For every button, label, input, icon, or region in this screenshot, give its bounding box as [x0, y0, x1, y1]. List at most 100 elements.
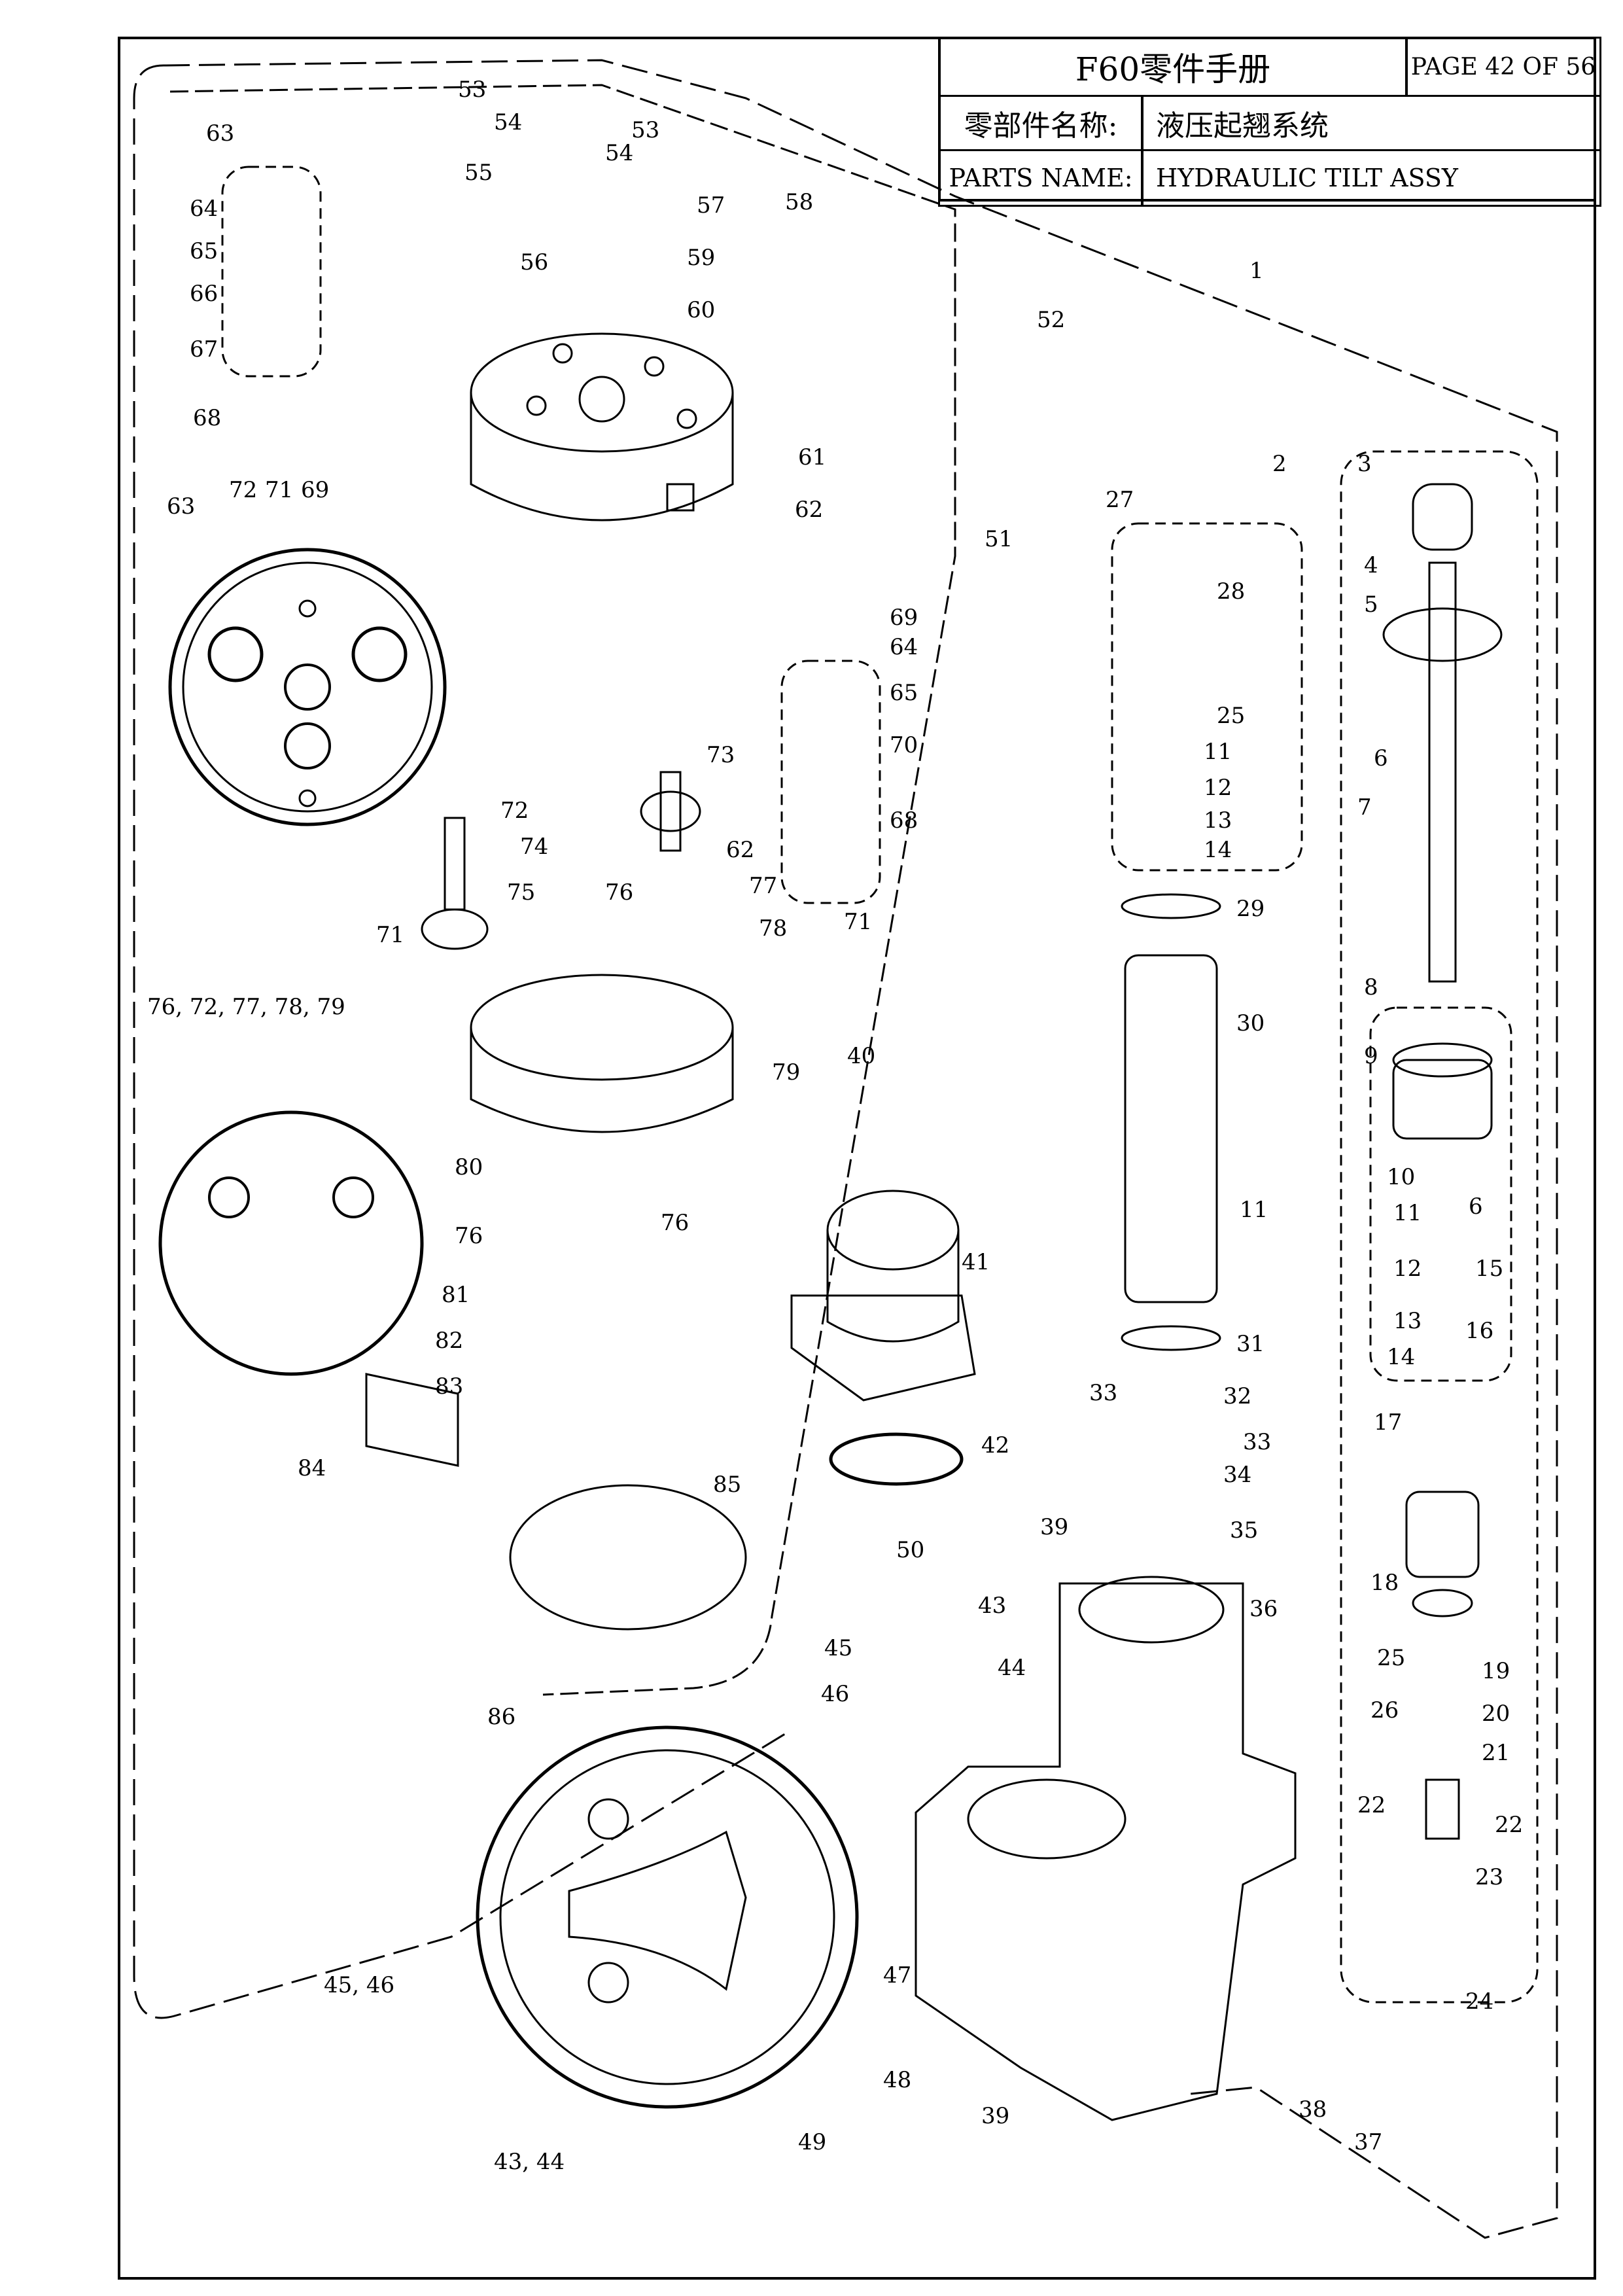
- callout-23: 23: [1475, 1864, 1503, 1890]
- callout-20: 20: [1482, 1701, 1510, 1727]
- callout-12: 12: [1393, 1256, 1422, 1282]
- callout-65: 65: [890, 680, 918, 706]
- callout-48: 48: [883, 2067, 911, 2093]
- callout-11: 11: [1240, 1197, 1268, 1223]
- callout-24: 24: [1465, 1988, 1493, 2015]
- callout-26: 26: [1370, 1697, 1399, 1723]
- callout-3: 3: [1357, 451, 1372, 477]
- callout-45: 45: [824, 1635, 852, 1661]
- callout-5: 5: [1364, 592, 1378, 618]
- callout-15: 15: [1475, 1256, 1503, 1282]
- callout-75: 75: [507, 879, 535, 906]
- callout-83: 83: [435, 1373, 463, 1400]
- callout-64: 64: [890, 634, 918, 660]
- callout-76: 76: [605, 879, 633, 906]
- callout-44: 44: [998, 1655, 1026, 1681]
- callout-79: 79: [772, 1059, 800, 1086]
- callout-72: 72: [229, 477, 257, 503]
- callout-7: 7: [1357, 794, 1372, 821]
- callout-61: 61: [798, 444, 826, 470]
- callout-22: 22: [1495, 1812, 1523, 1838]
- callout-25: 25: [1217, 703, 1245, 729]
- callout-17: 17: [1374, 1409, 1402, 1436]
- callout-27: 27: [1106, 487, 1134, 513]
- callout-21: 21: [1482, 1740, 1510, 1766]
- callout-59: 59: [687, 245, 715, 271]
- callout-29: 29: [1236, 896, 1265, 922]
- callout-66: 66: [190, 281, 218, 307]
- callout-28: 28: [1217, 578, 1245, 605]
- callout-43: 43: [978, 1593, 1006, 1619]
- callout-53: 53: [458, 77, 486, 103]
- callout-13: 13: [1204, 807, 1232, 834]
- callout-69: 69: [890, 605, 918, 631]
- callout-10: 10: [1387, 1164, 1415, 1190]
- callout-11: 11: [1393, 1200, 1422, 1226]
- callout-62: 62: [726, 837, 754, 863]
- callout-76-72-77-78-79: 76, 72, 77, 78, 79: [147, 994, 345, 1020]
- callout-70: 70: [890, 732, 918, 758]
- callout-18: 18: [1370, 1570, 1399, 1596]
- callout-53: 53: [631, 117, 659, 143]
- callout-81: 81: [442, 1282, 470, 1308]
- callout-11: 11: [1204, 739, 1232, 765]
- callout-33: 33: [1243, 1429, 1271, 1455]
- callout-71: 71: [265, 477, 293, 503]
- callout-36: 36: [1249, 1596, 1278, 1622]
- callout-42: 42: [981, 1432, 1009, 1458]
- callout-73: 73: [707, 742, 735, 768]
- callout-54: 54: [494, 109, 522, 135]
- callout-74: 74: [520, 834, 548, 860]
- callout-35: 35: [1230, 1517, 1258, 1544]
- callout-22: 22: [1357, 1792, 1386, 1818]
- callout-8: 8: [1364, 974, 1378, 1000]
- callout-6: 6: [1469, 1193, 1483, 1220]
- callout-1: 1: [1249, 258, 1264, 284]
- callout-63: 63: [167, 493, 195, 520]
- callout-34: 34: [1223, 1462, 1251, 1488]
- callout-13: 13: [1393, 1308, 1422, 1334]
- callout-41: 41: [962, 1249, 990, 1275]
- callout-76: 76: [455, 1223, 483, 1249]
- callout-82: 82: [435, 1328, 463, 1354]
- callout-62: 62: [795, 497, 823, 523]
- callout-14: 14: [1204, 837, 1232, 863]
- callout-32: 32: [1223, 1383, 1251, 1409]
- callout-16: 16: [1465, 1318, 1493, 1344]
- callout-71: 71: [376, 922, 404, 948]
- callout-84: 84: [298, 1455, 326, 1481]
- callout-63: 63: [206, 120, 234, 147]
- callout-77: 77: [749, 873, 777, 899]
- callout-2: 2: [1272, 451, 1287, 477]
- callout-30: 30: [1236, 1010, 1265, 1036]
- callout-31: 31: [1236, 1331, 1265, 1357]
- callout-19: 19: [1482, 1658, 1510, 1684]
- callout-80: 80: [455, 1154, 483, 1180]
- callout-52: 52: [1037, 307, 1065, 333]
- callout-76: 76: [661, 1210, 689, 1236]
- callout-6: 6: [1374, 745, 1388, 771]
- callout-labels: 53 54 55 56 53 54 57 58 59 60 63 64 65 6…: [147, 77, 1523, 2175]
- callout-49: 49: [798, 2129, 826, 2155]
- callout-39: 39: [1040, 1514, 1068, 1540]
- callout-64: 64: [190, 196, 218, 222]
- callout-86: 86: [487, 1704, 515, 1730]
- callout-67: 67: [190, 336, 218, 362]
- callout-55: 55: [464, 160, 493, 186]
- callout-39: 39: [981, 2103, 1009, 2129]
- callout-71: 71: [844, 909, 872, 935]
- callout-14: 14: [1387, 1344, 1415, 1370]
- callout-72: 72: [500, 798, 529, 824]
- callout-9: 9: [1364, 1043, 1378, 1069]
- callout-85: 85: [713, 1472, 741, 1498]
- callout-65: 65: [190, 238, 218, 264]
- callout-56: 56: [520, 249, 548, 275]
- callout-38: 38: [1299, 2096, 1327, 2123]
- callout-69: 69: [301, 477, 329, 503]
- callout-25: 25: [1377, 1645, 1405, 1671]
- callout-57: 57: [697, 192, 725, 219]
- drawing-frame: [118, 37, 1596, 2280]
- callout-50: 50: [896, 1537, 924, 1563]
- part-name-value-en: HYDRAULIC TILT ASSY: [1141, 149, 1601, 207]
